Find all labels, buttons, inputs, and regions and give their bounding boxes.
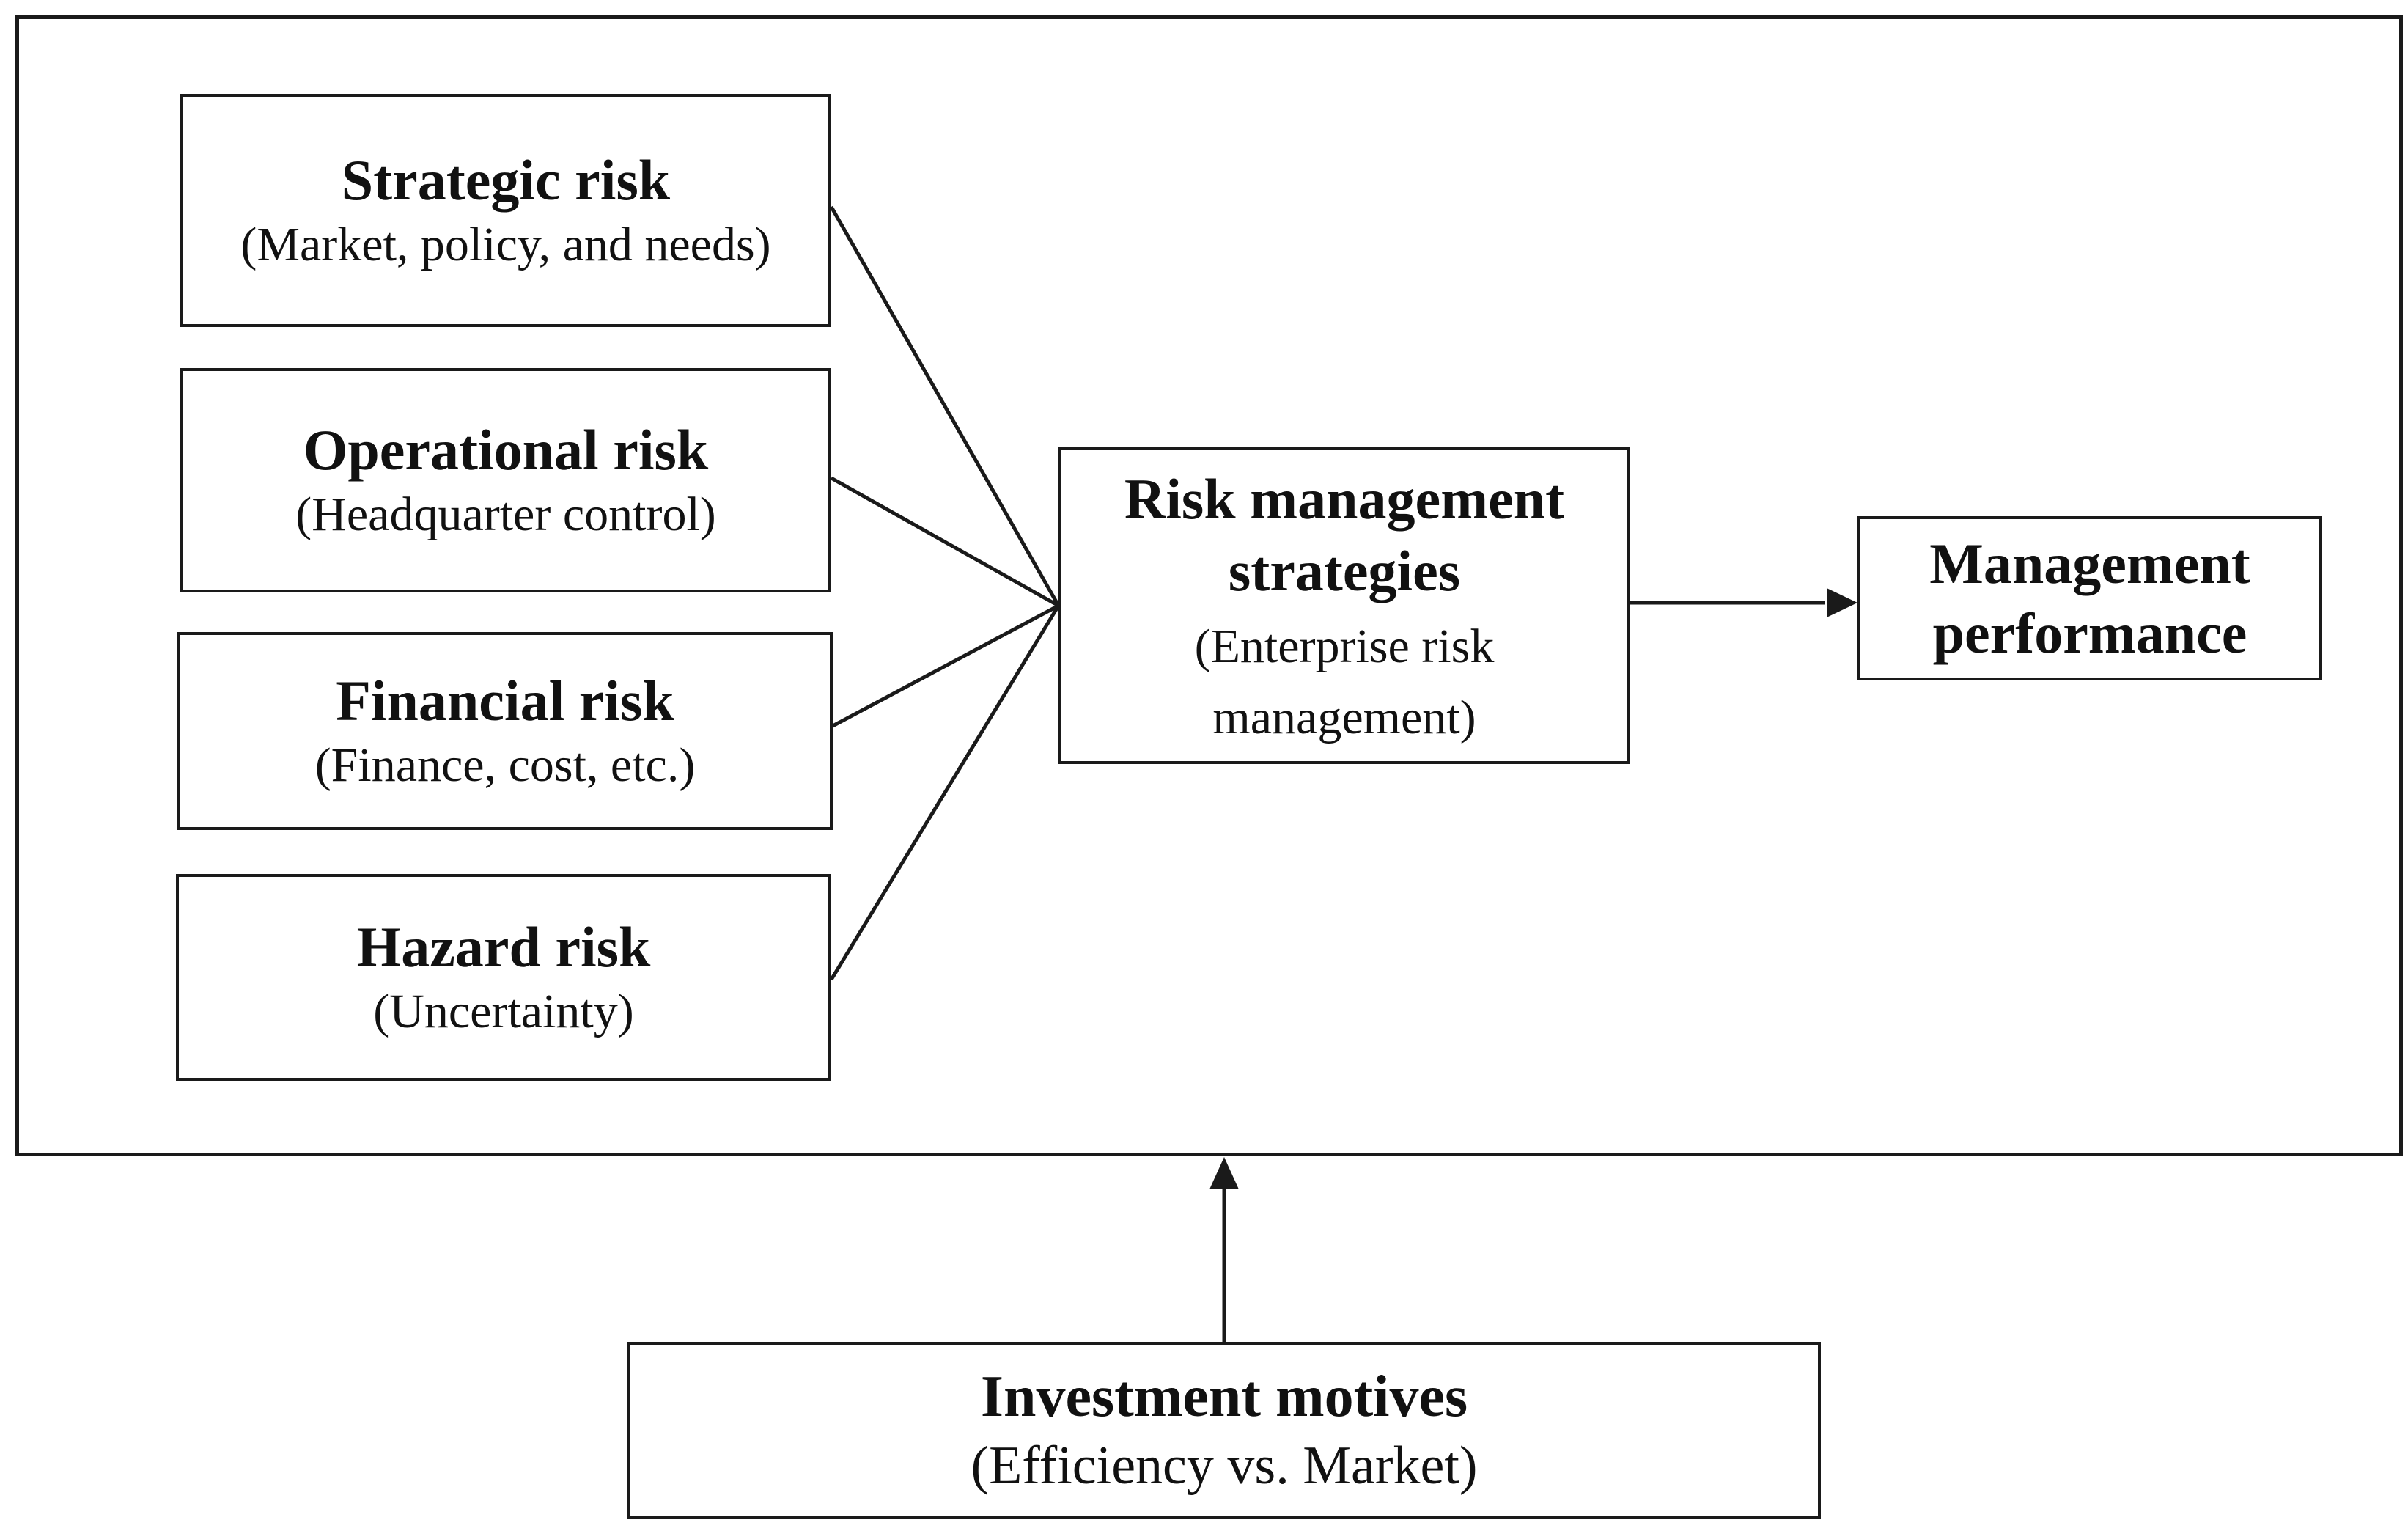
operational-risk-box: Operational risk (Headquarter control) xyxy=(180,368,831,592)
financial-risk-title: Financial risk xyxy=(336,668,674,733)
connector-operational xyxy=(830,476,1060,608)
strategies-title-line2: strategies xyxy=(1228,538,1461,603)
strategies-subtitle-line2: management) xyxy=(1212,690,1476,744)
connector-financial xyxy=(831,603,1060,728)
financial-risk-box: Financial risk (Finance, cost, etc.) xyxy=(177,632,833,830)
strategic-risk-box: Strategic risk (Market, policy, and need… xyxy=(180,94,831,327)
risk-management-strategies-box: Risk management strategies (Enterprise r… xyxy=(1058,447,1630,764)
hazard-risk-title: Hazard risk xyxy=(356,914,651,979)
investment-title: Investment motives xyxy=(980,1364,1468,1429)
financial-risk-subtitle: (Finance, cost, etc.) xyxy=(314,738,696,792)
connector-hazard xyxy=(829,604,1061,981)
strategies-title-line1: Risk management xyxy=(1124,467,1565,531)
strategies-subtitle-line1: (Enterprise risk xyxy=(1194,620,1495,673)
strategic-risk-subtitle: (Market, policy, and needs) xyxy=(240,217,771,271)
management-performance-box: Management performance xyxy=(1857,516,2322,680)
connector-strategic xyxy=(829,205,1061,607)
operational-risk-subtitle: (Headquarter control) xyxy=(295,487,716,541)
performance-title-line2: performance xyxy=(1932,601,2247,665)
investment-motives-box: Investment motives (Efficiency vs. Marke… xyxy=(627,1342,1821,1519)
outer-frame xyxy=(15,15,2403,1156)
investment-subtitle: (Efficiency vs. Market) xyxy=(971,1435,1478,1496)
performance-title-line1: Management xyxy=(1929,531,2250,595)
arrowhead-investment xyxy=(1209,1157,1239,1189)
operational-risk-title: Operational risk xyxy=(303,417,709,482)
strategic-risk-title: Strategic risk xyxy=(341,147,671,212)
hazard-risk-subtitle: (Uncertainty) xyxy=(373,984,634,1038)
arrowhead-performance xyxy=(1827,588,1857,617)
hazard-risk-box: Hazard risk (Uncertainty) xyxy=(176,874,831,1081)
